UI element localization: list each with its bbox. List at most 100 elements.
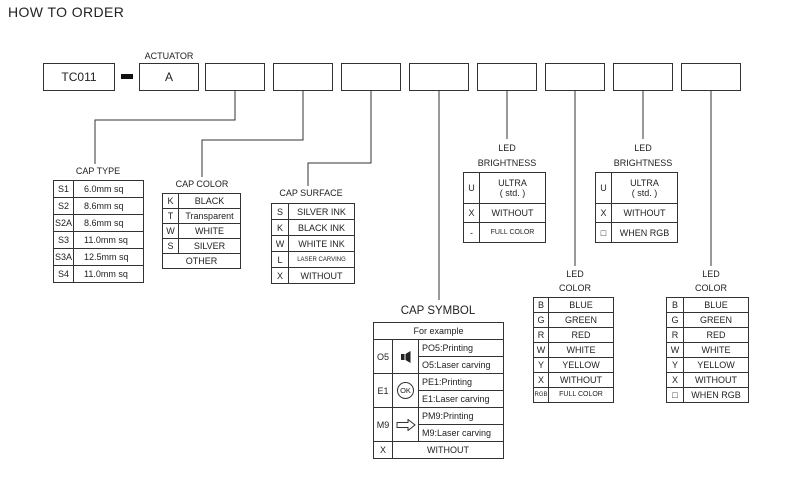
table-row: □ WHEN RGB bbox=[595, 222, 678, 243]
option-description: WHITE bbox=[178, 223, 241, 239]
option-code: - bbox=[463, 222, 480, 243]
option-description: RED bbox=[548, 327, 614, 343]
part-code-text: TC011 bbox=[61, 70, 97, 84]
option-slot-cap-surface bbox=[341, 63, 401, 91]
option-description: BLUE bbox=[683, 297, 749, 313]
option-slot-led-brightness-1 bbox=[477, 63, 537, 91]
page-title: HOW TO ORDER bbox=[8, 4, 125, 20]
symbol-printing: PO5:Printing bbox=[417, 339, 505, 357]
option-code: X bbox=[533, 372, 549, 388]
option-code: T bbox=[162, 208, 179, 224]
cap-surface-label: CAP SURFACE bbox=[279, 188, 343, 198]
symbol-printing: PE1:Printing bbox=[417, 373, 505, 391]
option-code: S bbox=[162, 238, 179, 254]
option-other: OTHER bbox=[162, 253, 241, 269]
option-code: G bbox=[533, 312, 549, 328]
option-code: X bbox=[595, 203, 612, 223]
symbol-icon-wrap bbox=[394, 350, 418, 364]
connector-cap-surface bbox=[307, 91, 372, 186]
table-row: X WITHOUT bbox=[463, 203, 546, 223]
option-code: □ bbox=[595, 222, 612, 243]
led-color-1-label-led: LED bbox=[566, 269, 584, 279]
table-row: O5 PO5:Printing bbox=[373, 339, 505, 374]
option-description: FULL COLOR bbox=[548, 387, 614, 403]
option-code: S bbox=[271, 203, 289, 220]
led-brightness-2-label-led: LED bbox=[634, 143, 652, 153]
table-row: X WITHOUT bbox=[595, 203, 678, 223]
option-description: WITHOUT bbox=[479, 203, 546, 223]
option-description: SILVER INK bbox=[288, 203, 355, 220]
symbol-code: M9 bbox=[373, 407, 393, 442]
option-description: WHEN RGB bbox=[611, 222, 678, 243]
option-description: 6.0mm sq bbox=[73, 180, 144, 198]
option-description-line-2: ( std. ) bbox=[631, 188, 658, 198]
led-brightness-2-label-brightness: BRIGHTNESS bbox=[613, 158, 673, 168]
symbol-laser: E1:Laser carving bbox=[417, 390, 505, 408]
example-header: For example bbox=[372, 322, 505, 340]
option-description: 11.0mm sq bbox=[73, 231, 144, 249]
option-description: BLACK bbox=[178, 193, 241, 209]
option-code: W bbox=[533, 342, 549, 358]
option-slot-led-brightness-2 bbox=[613, 63, 673, 91]
option-description: WHITE bbox=[683, 342, 749, 358]
option-code: Y bbox=[533, 357, 549, 373]
option-code: U bbox=[595, 172, 612, 204]
table-row: For example bbox=[372, 322, 505, 340]
speaker-icon bbox=[400, 350, 410, 363]
led-brightness-table-2: U ULTRA ( std. ) X WITHOUT □ WHEN RGB bbox=[595, 172, 678, 243]
led-color-2-label-led: LED bbox=[702, 269, 720, 279]
option-code: S1 bbox=[53, 180, 74, 198]
cap-type-label: CAP TYPE bbox=[75, 166, 121, 176]
option-description: RED bbox=[683, 327, 749, 343]
ok-circle-icon: OK bbox=[397, 382, 414, 399]
option-code: L bbox=[271, 251, 289, 268]
cap-color-label: CAP COLOR bbox=[175, 179, 229, 189]
symbol-laser: M9:Laser carving bbox=[417, 424, 505, 442]
ok-circle-icon-text: OK bbox=[400, 385, 411, 395]
connector-cap-type bbox=[94, 91, 236, 164]
table-row: E1 OK PE1:Printing bbox=[373, 373, 505, 408]
symbol-code: E1 bbox=[373, 373, 393, 408]
option-description: YELLOW bbox=[683, 357, 749, 373]
table-row: U ULTRA ( std. ) bbox=[595, 172, 678, 204]
option-code: K bbox=[162, 193, 179, 209]
option-description: BLACK INK bbox=[288, 219, 355, 236]
option-description: 11.0mm sq bbox=[73, 265, 144, 283]
actuator-label: ACTUATOR bbox=[144, 51, 194, 61]
option-description: 8.6mm sq bbox=[73, 214, 144, 232]
option-description: WHITE bbox=[548, 342, 614, 358]
option-slot-cap-color bbox=[273, 63, 333, 91]
option-code: □ bbox=[666, 387, 684, 403]
table-row: - FULL COLOR bbox=[463, 222, 546, 243]
symbol-code: X bbox=[373, 441, 393, 459]
symbol-icon-cell bbox=[392, 339, 419, 374]
option-description: 8.6mm sq bbox=[73, 197, 144, 215]
option-description: WITHOUT bbox=[683, 372, 749, 388]
option-code: W bbox=[271, 235, 289, 252]
option-description: WHEN RGB bbox=[683, 387, 749, 403]
part-number-separator bbox=[121, 74, 133, 79]
